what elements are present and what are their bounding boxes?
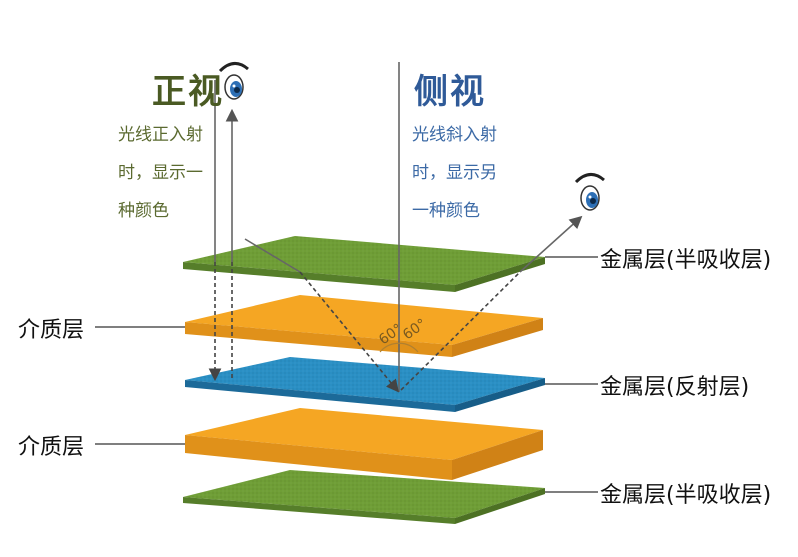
side-desc-line: 时，显示另 bbox=[412, 163, 497, 183]
incident-ray-side-dashed bbox=[299, 271, 400, 393]
side-desc-line: 光线斜入射 bbox=[412, 125, 497, 145]
front-view-description: 光线正入射 时，显示一 种颜色 bbox=[118, 116, 203, 230]
lower-dielectric-layer bbox=[185, 408, 543, 480]
front-desc-line: 种颜色 bbox=[118, 201, 169, 221]
top-metal-layer bbox=[183, 236, 545, 292]
side-view-description: 光线斜入射 时，显示另 一种颜色 bbox=[412, 116, 497, 230]
front-desc-line: 时，显示一 bbox=[118, 163, 203, 183]
layer-label-top-metal: 金属层(半吸收层) bbox=[600, 248, 772, 273]
angle-arc bbox=[379, 342, 419, 353]
bottom-metal-layer bbox=[183, 470, 545, 524]
layer-label-upper-dielectric: 介质层 bbox=[18, 318, 85, 343]
layer-label-lower-dielectric: 介质层 bbox=[18, 435, 85, 460]
front-desc-line: 光线正入射 bbox=[118, 125, 203, 145]
side-desc-line: 一种颜色 bbox=[412, 201, 480, 221]
eye-icon bbox=[574, 173, 605, 211]
leader-lines bbox=[95, 256, 598, 493]
layer-label-bottom-metal: 金属层(半吸收层) bbox=[600, 483, 772, 508]
incident-ray-side bbox=[244, 238, 301, 273]
layer-label-reflective-metal: 金属层(反射层) bbox=[600, 375, 750, 400]
front-view-rays bbox=[208, 80, 239, 382]
front-view-title: 正视 bbox=[152, 72, 224, 112]
reflective-metal-layer bbox=[185, 357, 545, 412]
side-view-title: 侧视 bbox=[414, 72, 486, 112]
eye-icon bbox=[218, 62, 249, 100]
reflected-ray-side bbox=[519, 215, 583, 273]
upper-dielectric-layer bbox=[185, 295, 543, 357]
